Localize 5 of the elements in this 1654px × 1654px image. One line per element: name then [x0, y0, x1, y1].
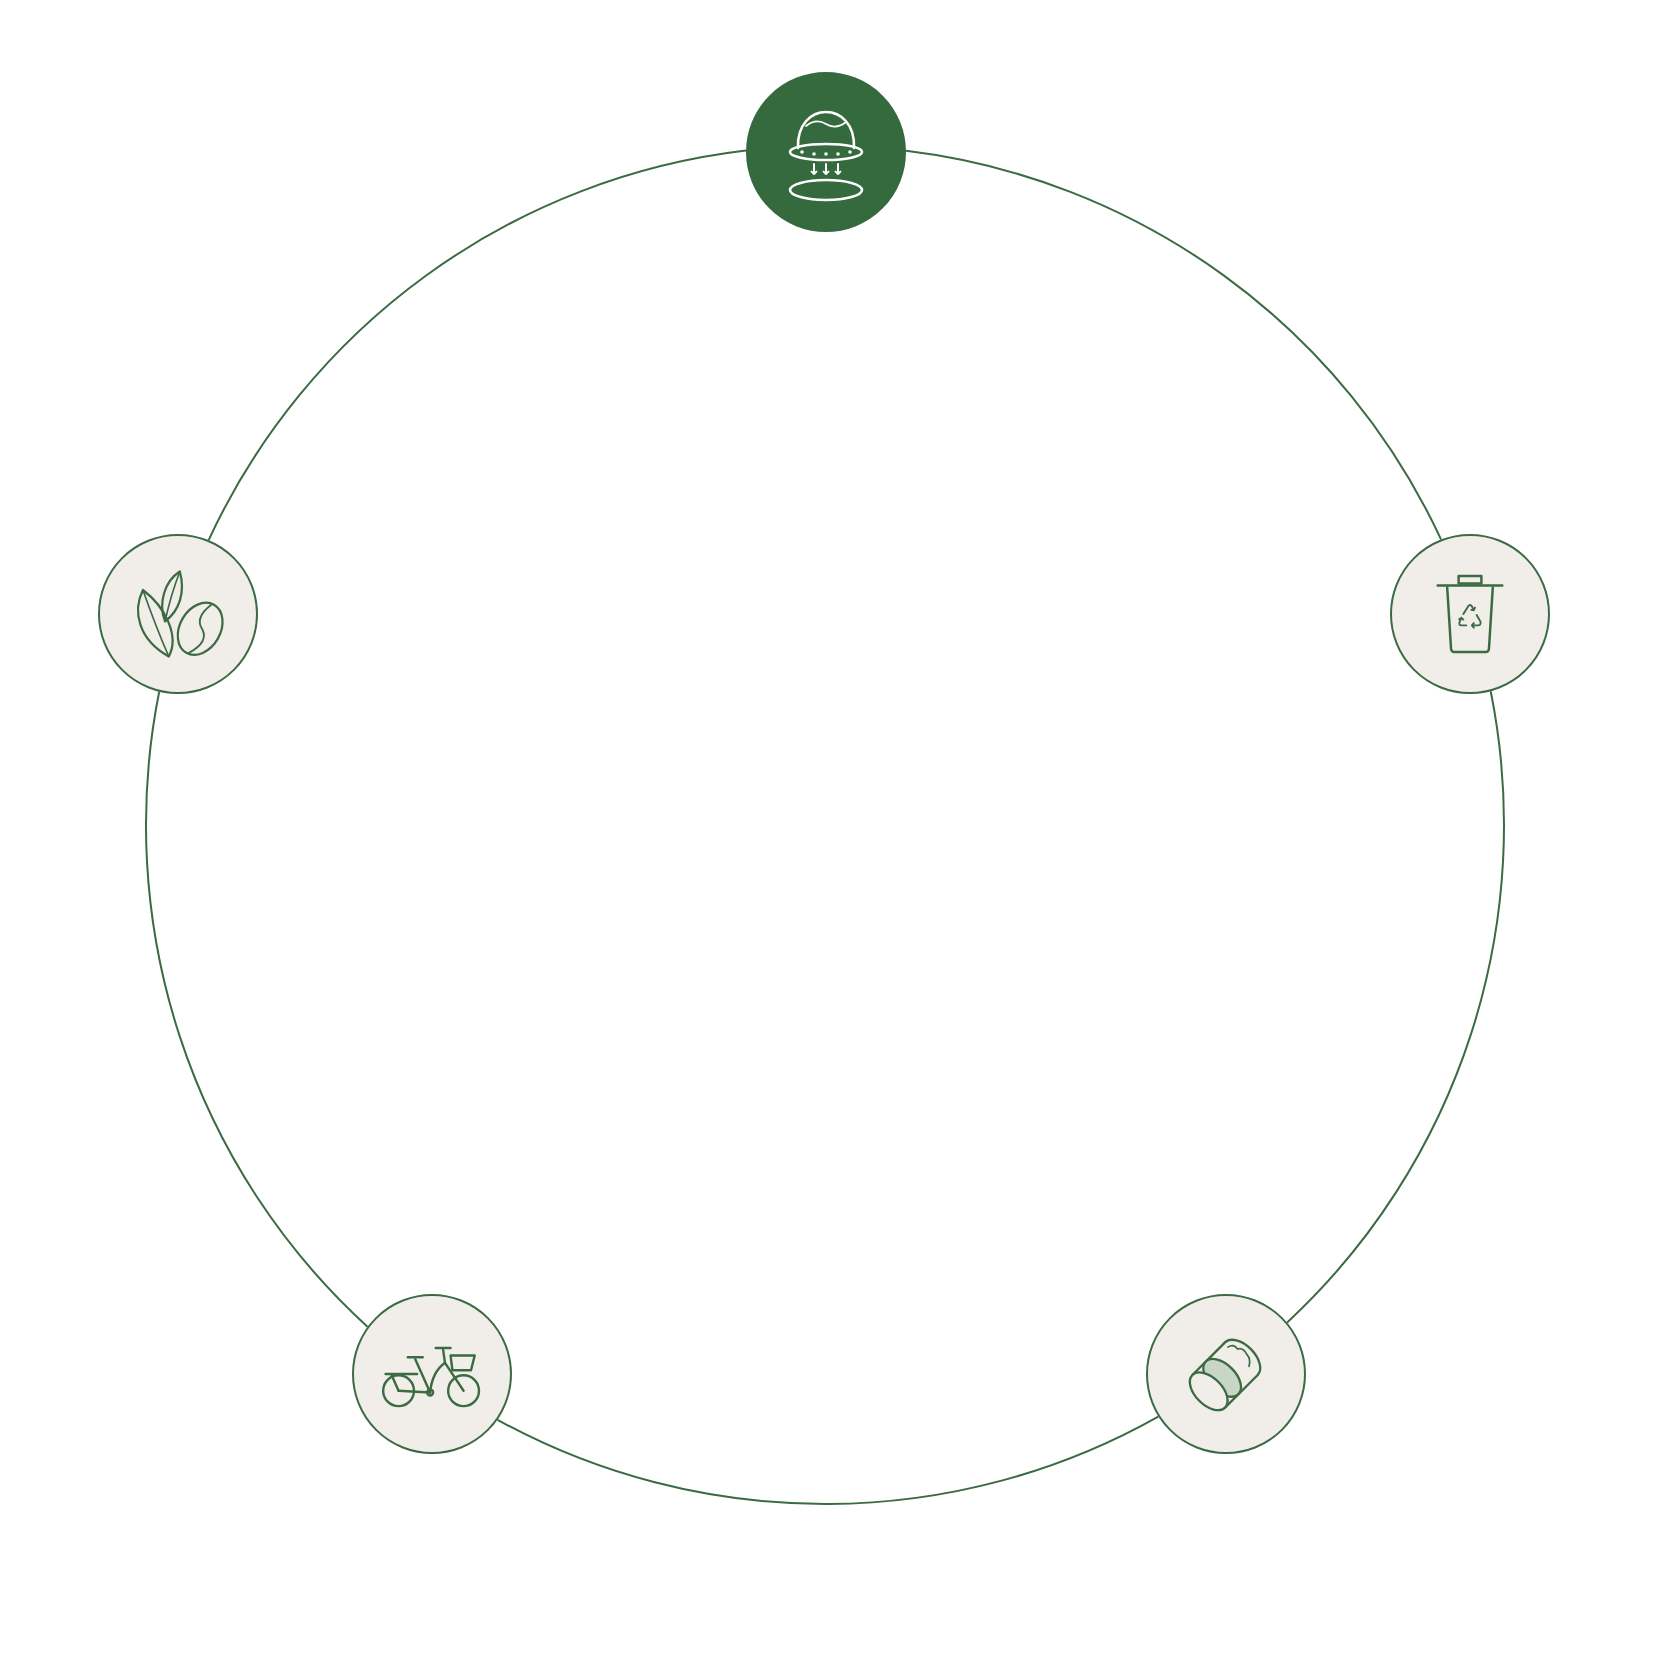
ring-arc — [905, 149, 1442, 541]
ring-arc — [496, 1415, 1160, 1505]
ring-arc — [146, 690, 369, 1328]
ring-arc — [1286, 690, 1504, 1324]
ring-arc — [207, 149, 747, 542]
